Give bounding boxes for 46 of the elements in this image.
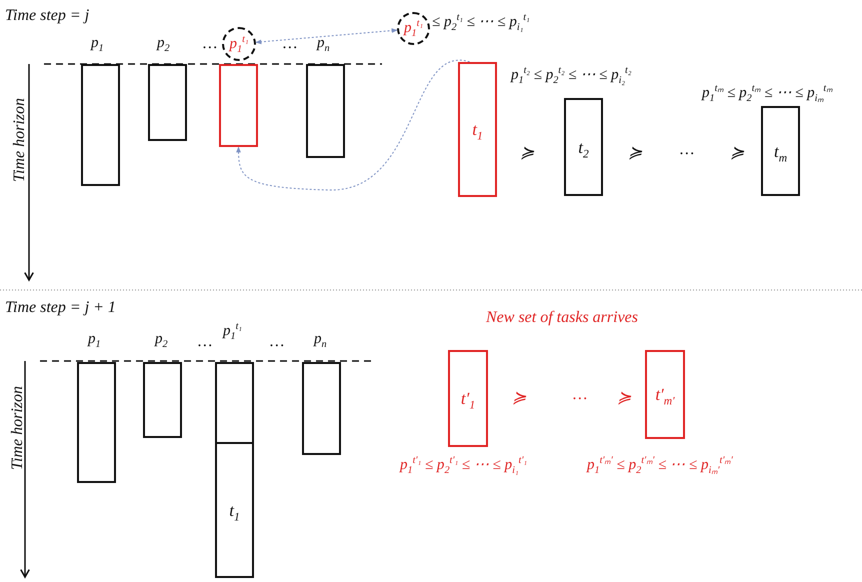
- processor-label: p$_{2}$: [155, 330, 168, 350]
- processor-label: p$_{n}$: [317, 34, 330, 54]
- dotted-arrow: [236, 60, 470, 190]
- processor-bar: [81, 64, 120, 186]
- dotted-arrow: [255, 28, 398, 44]
- processor-bar: [215, 362, 254, 444]
- processor-bar: [302, 362, 341, 455]
- ellipsis: …: [203, 34, 218, 54]
- highlight-circle: [397, 12, 430, 45]
- task-label: t$_{m}$: [774, 142, 788, 160]
- ellipsis: …: [270, 332, 284, 352]
- axis-label: Time horizon: [8, 386, 27, 470]
- task-box: [448, 350, 488, 447]
- task-box: [458, 62, 497, 197]
- ellipsis: …: [198, 332, 212, 352]
- task-box: [564, 98, 603, 196]
- precedence-symbol: ≽: [512, 388, 526, 408]
- precedence-symbol: ≽: [617, 388, 631, 408]
- processor-bar: [219, 64, 258, 147]
- processor-bar: [77, 362, 116, 483]
- task-box: [645, 350, 685, 439]
- arrival-note: New set of tasks arrives: [486, 308, 638, 328]
- processor-bar: [306, 64, 345, 158]
- ellipsis: …: [680, 140, 694, 160]
- task-label: t′$_{m′}$: [655, 386, 675, 403]
- processor-label: p$_{n}$: [314, 330, 327, 350]
- task-box: [215, 442, 254, 578]
- processor-bar: [143, 362, 182, 438]
- task-label: t′$_{1}$: [460, 390, 476, 407]
- ellipsis: …: [283, 34, 298, 54]
- processor-bar: [148, 64, 187, 141]
- task-label: t$_{1}$: [472, 121, 483, 138]
- ellipsis: …: [573, 385, 588, 404]
- axis-label: Time horizon: [10, 98, 29, 182]
- precedence-symbol: ≽: [628, 143, 642, 164]
- task-label: t$_{1}$: [229, 502, 240, 518]
- processor-label: p$_{2}$: [157, 34, 170, 54]
- task-box: [761, 106, 800, 196]
- step-title: Time step = j: [5, 6, 90, 26]
- step-title: Time step = j + 1: [5, 298, 116, 318]
- highlight-circle: [222, 27, 256, 61]
- precedence-symbol: ≽: [520, 143, 534, 164]
- processor-label: p$_{1}$: [88, 330, 101, 350]
- precedence-symbol: ≽: [730, 143, 744, 164]
- task-label: t$_{2}$: [578, 138, 589, 156]
- processor-label: p$_{1}$: [91, 34, 104, 54]
